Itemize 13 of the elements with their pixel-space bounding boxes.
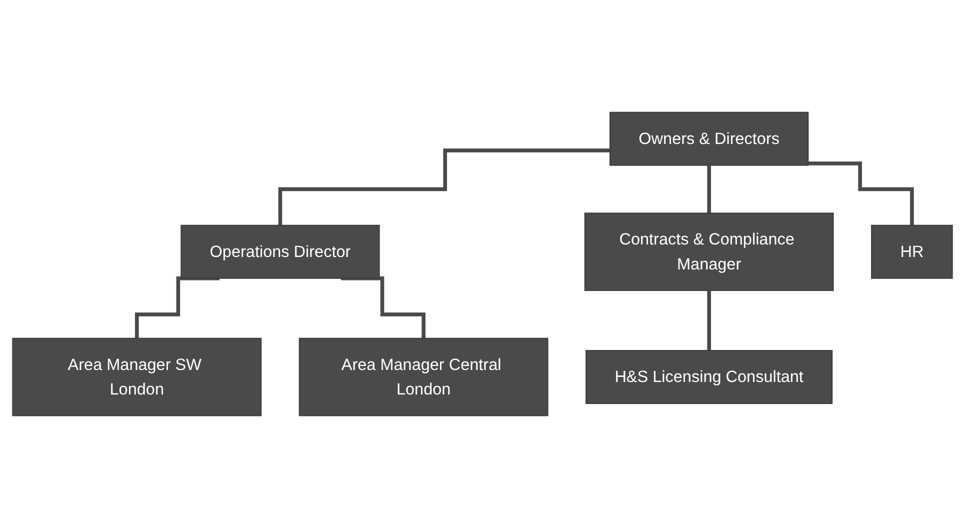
node-box: H&S Licensing Consultant	[586, 350, 833, 404]
connector	[340, 276, 426, 340]
connector	[707, 288, 711, 352]
connector	[707, 163, 711, 216]
connector	[808, 162, 914, 228]
connector	[278, 148, 610, 228]
node-box: HR	[871, 224, 953, 279]
node-box: Operations Director	[180, 224, 380, 279]
connector	[134, 276, 220, 340]
node-box: Area Manager SW London	[12, 338, 262, 416]
node-box: Owners & Directors	[610, 112, 809, 166]
node-box: Area Manager Central London	[298, 338, 548, 416]
node-box: Contracts & Compliance Manager	[584, 212, 834, 291]
